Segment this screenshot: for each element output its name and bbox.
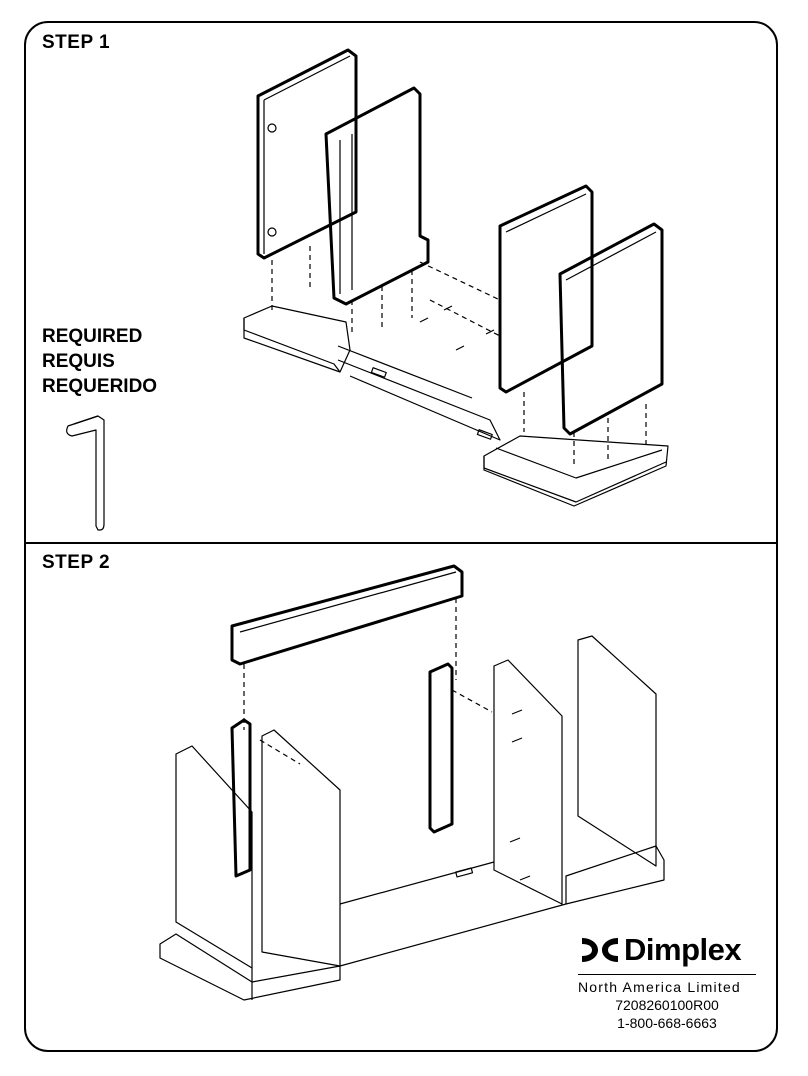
- page-frame: [24, 21, 778, 1052]
- step1-panel-right-front: [558, 222, 664, 436]
- brand-subtitle: North America Limited: [578, 979, 741, 995]
- step1-base: [243, 305, 669, 507]
- allen-key-icon: [66, 415, 105, 531]
- required-label-fr: REQUIS: [42, 351, 115, 372]
- required-tools-list: REQUIRED REQUIS REQUERIDO: [42, 324, 157, 399]
- step2-center-stile: [428, 662, 454, 834]
- dimplex-logo: Dimplex: [578, 930, 758, 970]
- step-divider: [24, 542, 778, 544]
- step2-screws: [509, 709, 531, 881]
- step1-screws: [419, 305, 495, 351]
- logo-rule: [578, 974, 756, 975]
- phone-number: 1-800-668-6663: [617, 1015, 717, 1031]
- step1-panel-left-back: [256, 48, 358, 260]
- logo-wordmark: Dimplex: [624, 932, 742, 967]
- step2-dowel-guides: [243, 598, 493, 765]
- step-2-label: STEP 2: [42, 552, 111, 573]
- dimplex-logo-icon: [582, 938, 618, 962]
- step1-dowel-guides: [271, 246, 647, 466]
- step1-panel-left-front: [324, 86, 430, 306]
- step2-left-cabinet: [159, 718, 341, 1001]
- step-1-label: STEP 1: [42, 32, 111, 53]
- part-number: 7208260100R00: [615, 997, 719, 1013]
- required-label-en: REQUIRED: [42, 326, 143, 347]
- step1-panel-right-back: [498, 184, 594, 394]
- required-label-es: REQUERIDO: [42, 376, 158, 397]
- brand-block: Dimplex North America Limited 7208260100…: [578, 930, 758, 1031]
- step2-right-cabinet: [339, 635, 665, 967]
- step2-top-rail: [230, 564, 464, 666]
